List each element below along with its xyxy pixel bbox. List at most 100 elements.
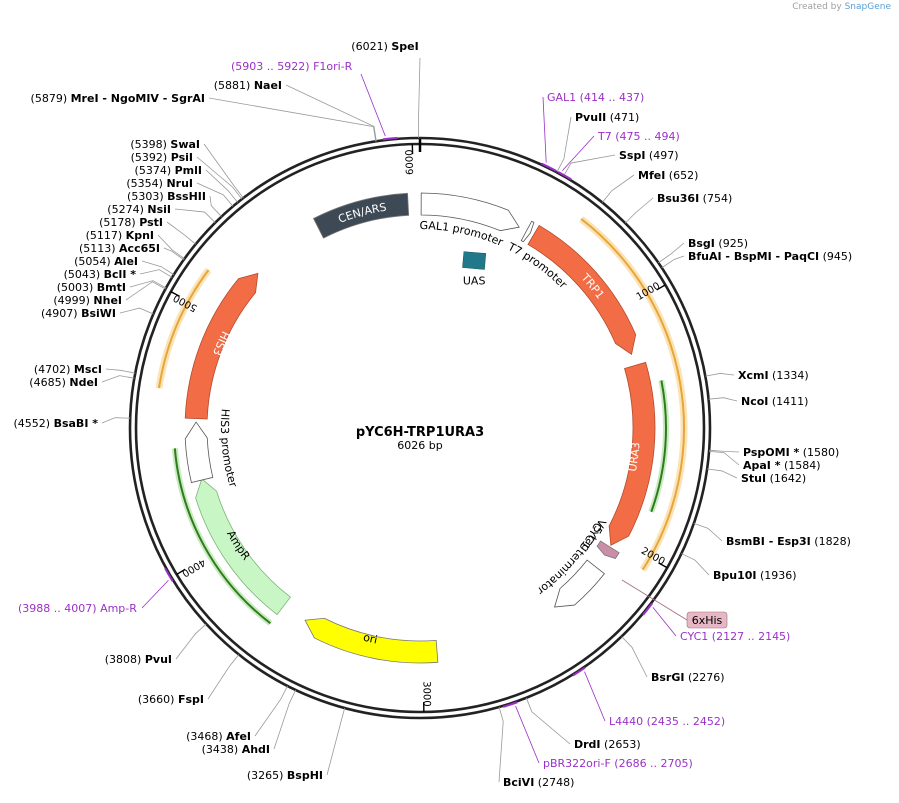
site-ahdi[interactable]: (3438) AhdI <box>202 689 297 756</box>
site-pvui[interactable]: (3808) PvuI <box>105 623 207 666</box>
orf-layer <box>155 216 688 626</box>
site-bmti[interactable]: (5003) BmtI <box>57 280 167 294</box>
feature-ura3[interactable] <box>608 361 656 546</box>
site-spei[interactable]: (6021) SpeI <box>351 40 421 139</box>
site-naei[interactable]: (5881) NaeI <box>214 79 377 142</box>
site-mfei[interactable]: MfeI (652) <box>601 169 698 203</box>
site-bsiwi[interactable]: (4907) BsiWI <box>41 307 154 320</box>
site-leader <box>601 174 635 203</box>
site-nsii[interactable]: (5274) NsiI <box>107 203 216 223</box>
site-label: (5398) SwaI <box>130 138 200 151</box>
site-bfuai-bspmi-paqci[interactable]: BfuAI - BspMI - PaqCI (945) <box>661 250 853 269</box>
orf-arc[interactable] <box>173 448 271 625</box>
site-leader <box>658 242 685 264</box>
site-psii[interactable]: (5392) PsiI <box>131 151 243 200</box>
site-pspomi[interactable]: PspOMI * (1580) <box>709 446 839 459</box>
site-bpu10i[interactable]: Bpu10I (1936) <box>681 553 797 582</box>
site-leader <box>661 255 685 269</box>
feature-his3[interactable] <box>184 272 259 420</box>
site-bsrgi[interactable]: BsrGI (2276) <box>621 636 725 684</box>
site-label: (3265) BspHI <box>247 769 323 782</box>
primer-pbr322ori-f[interactable]: pBR322ori-F (2686 .. 2705) <box>502 701 693 770</box>
feature-gal1-promoter[interactable] <box>420 192 520 232</box>
site-bsu36i[interactable]: Bsu36I (754) <box>624 192 732 224</box>
site-label: (5003) BmtI <box>57 281 126 294</box>
site-ndei[interactable]: (4685) NdeI <box>29 375 135 389</box>
primer-t7[interactable]: T7 (475 .. 494) <box>557 130 680 181</box>
site-leader <box>196 182 234 207</box>
site-xcmi[interactable]: XcmI (1334) <box>705 369 809 382</box>
site-drdi[interactable]: DrdI (2653) <box>525 697 641 751</box>
site-alei[interactable]: (5054) AleI <box>74 255 175 275</box>
site-nhei[interactable]: (4999) NheI <box>53 281 166 307</box>
site-leader <box>707 468 738 479</box>
site-psti[interactable]: (5178) PstI <box>99 216 196 245</box>
feature-cyc1-terminator[interactable] <box>554 559 605 608</box>
site-leader <box>174 208 216 223</box>
site-swai[interactable]: (5398) SwaI <box>130 138 244 199</box>
site-bsabi[interactable]: (4552) BsaBI * <box>14 417 131 430</box>
site-nrui[interactable]: (5354) NruI <box>126 177 234 207</box>
credit: Created by SnapGene <box>792 2 891 12</box>
site-leader <box>209 195 222 217</box>
site-label: ApaI * (1584) <box>743 459 821 472</box>
site-leader <box>101 417 131 424</box>
primer-f1ori-r[interactable]: (5903 .. 5922) F1ori-R <box>231 60 398 141</box>
site-apai[interactable]: ApaI * (1584) <box>709 451 821 472</box>
site-kpni[interactable]: (5117) KpnI <box>86 229 185 260</box>
site-afei[interactable]: (3468) AfeI <box>186 685 288 743</box>
feature-t7-promoter[interactable] <box>520 220 535 243</box>
site-bsmbi-esp3i[interactable]: BsmBI - Esp3I (1828) <box>693 523 851 548</box>
feature-6xhis[interactable]: 6xHis <box>621 579 728 629</box>
site-leader <box>105 368 136 374</box>
site-label: DrdI (2653) <box>574 738 641 751</box>
site-leader <box>203 143 244 199</box>
site-layer: (6021) SpeI (5881) NaeI(5879) MreI - NgoM… <box>14 40 853 789</box>
site-msci[interactable]: (4702) MscI <box>34 363 136 376</box>
site-label: PvuII (471) <box>575 111 639 124</box>
site-label: Bpu10I (1936) <box>713 569 797 582</box>
site-leader <box>139 269 173 278</box>
site-leader <box>418 57 421 139</box>
primer-gal1[interactable]: GAL1 (414 .. 437) <box>541 91 644 172</box>
feature-label-his3-promoter: HIS3 promoter <box>218 408 240 489</box>
site-acc65i[interactable]: (5113) Acc65I <box>79 242 185 261</box>
site-bsshii[interactable]: (5303) BssHII <box>127 190 222 217</box>
site-mrei-ngomiv-sgrai[interactable]: (5879) MreI - NgoMIV - SgrAI <box>31 92 377 142</box>
orf-arc[interactable] <box>650 380 667 513</box>
feature-uas[interactable] <box>462 251 487 270</box>
site-label: (6021) SpeI <box>351 40 418 53</box>
orf-arc[interactable] <box>580 218 685 571</box>
primer-l4440[interactable]: L4440 (2435 .. 2452) <box>572 666 725 728</box>
site-label: (3808) PvuI <box>105 653 172 666</box>
site-bsgi[interactable]: BsgI (925) <box>658 237 748 264</box>
site-label: (4907) BsiWI <box>41 307 116 320</box>
feature-cen-ars[interactable] <box>312 192 410 239</box>
site-bcli[interactable]: (5043) BclI * <box>64 268 173 281</box>
site-pvuii[interactable]: PvuII (471) <box>556 111 640 173</box>
site-ncoi[interactable]: NcoI (1411) <box>708 395 809 408</box>
snapgene-brand[interactable]: SnapGene <box>844 2 891 12</box>
site-leader <box>163 247 185 261</box>
feature-his3-promoter[interactable] <box>184 421 214 483</box>
feature-trp1[interactable] <box>527 224 637 355</box>
orf-arc[interactable] <box>158 269 210 389</box>
primer-amp-r[interactable]: (3988 .. 4007) Amp-R <box>18 567 174 615</box>
site-bsphi[interactable]: (3265) BspHI <box>247 707 346 782</box>
primer-cyc1[interactable]: CYC1 (2127 .. 2145) <box>642 602 790 643</box>
site-sspi[interactable]: SspI (497) <box>563 149 679 177</box>
site-label: SspI (497) <box>619 149 679 162</box>
site-leader <box>525 697 571 745</box>
site-label: (5178) PstI <box>99 216 163 229</box>
site-leader <box>693 523 723 542</box>
feature-ori[interactable] <box>304 617 439 664</box>
site-fspi[interactable]: (3660) FspI <box>138 654 240 706</box>
feature-v5-tag[interactable] <box>596 540 620 559</box>
site-bcivi[interactable]: BciVI (2748) <box>498 706 574 789</box>
primer-arc <box>572 666 586 677</box>
plasmid-size: 6026 bp <box>397 439 442 452</box>
site-leader <box>175 623 207 660</box>
site-stui[interactable]: StuI (1642) <box>707 468 806 485</box>
site-pmli[interactable]: (5374) PmlI <box>135 164 239 203</box>
